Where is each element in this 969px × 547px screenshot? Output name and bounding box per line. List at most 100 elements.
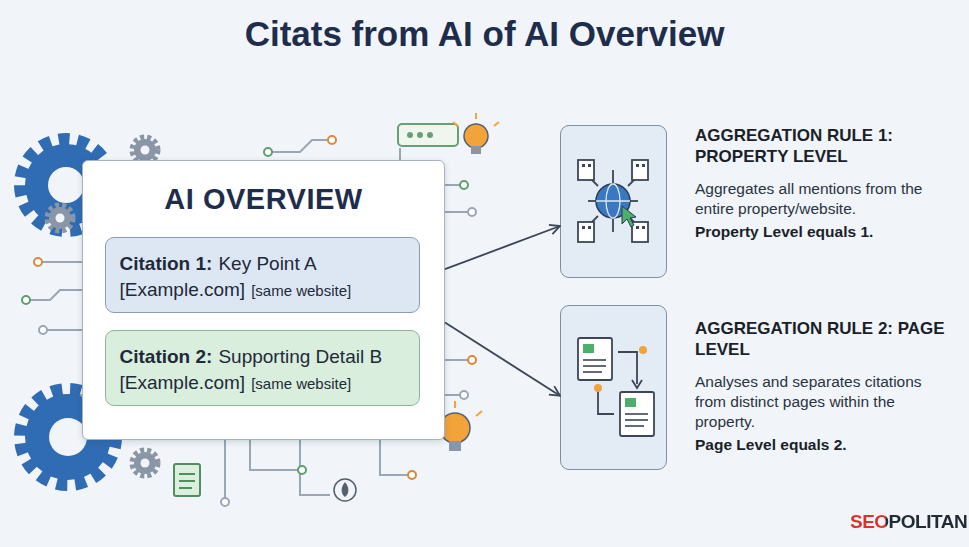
gear-small-part (49, 207, 71, 229)
documents-icon-part (639, 346, 647, 354)
rule-text-column: AGGREGATION RULE 2: PAGE LEVEL Analyses a… (695, 318, 953, 455)
network-icon-part-part (612, 170, 614, 183)
citation-label: Citation 1: (120, 253, 213, 274)
documents-icon-part (620, 392, 654, 436)
lightbulb-icon-part (453, 122, 458, 126)
citation-box: Citation 2:Supporting Detail B[Example.c… (105, 330, 420, 406)
circuit-lines-part (45, 329, 82, 331)
flow-arrow (445, 322, 560, 395)
gear-small-part (134, 452, 156, 474)
rule-heading: AGGREGATION RULE 2: PAGE LEVEL (695, 318, 953, 360)
flame-icon (334, 479, 356, 501)
circuit-dots-part (460, 181, 468, 189)
flame-icon-part (334, 479, 356, 501)
documents-icon-part (632, 380, 642, 388)
circuit-lines-part (60, 394, 82, 396)
documents-icon-part-part (625, 419, 648, 421)
citation-point: Supporting Detail B (218, 346, 382, 367)
rule-result: Page Level equals 2. (695, 435, 953, 455)
lightbulb-icon-part (475, 113, 477, 119)
circuit-dots-part (468, 208, 476, 216)
network-icon (578, 160, 648, 242)
circuit-lines-part (445, 394, 462, 396)
circuit-dots-part (34, 258, 42, 266)
gear-small (132, 450, 158, 476)
network-icon-part-part (630, 200, 638, 202)
rule-heading: AGGREGATION RULE 1: PROPERTY LEVEL (695, 125, 953, 167)
documents-icon-part-part (583, 371, 602, 373)
network-icon-part-part (582, 226, 585, 229)
documents-icon-part (598, 390, 614, 414)
overview-box: AI OVERVIEWCitation 1:Key Point A[Exampl… (82, 160, 445, 440)
citation-line: Citation 1:Key Point A (120, 251, 405, 277)
icon-panel (560, 125, 667, 278)
network-icon-part-part (636, 226, 639, 229)
circuit-dots-part (460, 391, 468, 399)
documents-icon (578, 338, 654, 436)
icon-panel (560, 305, 667, 470)
browser-icon-part (407, 132, 413, 138)
network-icon-part (622, 206, 636, 227)
circuit-lines-part (445, 184, 462, 186)
documents-icon-part-part (583, 365, 606, 367)
lightbulb-icon-part (494, 122, 499, 126)
circuit-lines-part (380, 440, 410, 475)
network-icon-part-part (642, 226, 645, 229)
browser-icon-part (398, 124, 458, 146)
gear-small-part (141, 146, 150, 155)
citation-box: Citation 1:Key Point A[Example.com][same… (105, 237, 420, 313)
circuit-lines-part (224, 440, 226, 500)
citation-line: Citation 2:Supporting Detail B (120, 344, 405, 370)
browser-icon (398, 124, 458, 146)
flow-arrow (445, 226, 560, 269)
citation-label: Citation 2: (120, 346, 213, 367)
lightbulb-icon-part (449, 441, 461, 451)
circuit-lines (28, 140, 470, 500)
network-icon-part (596, 200, 630, 201)
documents-icon-part (625, 414, 648, 426)
network-icon-part-part (588, 226, 591, 229)
documents-icon-part (625, 398, 636, 407)
circuit-dots-part (264, 148, 272, 156)
network-icon-part (578, 222, 594, 242)
network-icon-part (632, 160, 648, 180)
network-icon-part (578, 160, 594, 180)
rule-result: Property Level equals 1. (695, 222, 953, 242)
gear-small (47, 205, 73, 231)
network-icon-part-part (590, 178, 598, 186)
rule-box: AGGREGATION RULE 2: PAGE LEVEL Analyses a… (560, 305, 955, 470)
network-icon-part-part (628, 216, 636, 224)
document-icon-part (179, 487, 192, 489)
documents-icon-part (618, 352, 637, 384)
documents-icon-part-part (625, 425, 644, 427)
network-icon-part-part (642, 164, 645, 167)
circuit-dots-part (298, 466, 306, 474)
browser-icon-part (427, 132, 433, 138)
citation-line: [Example.com] [same website] (120, 370, 405, 397)
network-icon-part-part (612, 219, 614, 232)
document-icon-part (174, 464, 200, 496)
network-icon-part-part (582, 164, 585, 167)
documents-icon-part-part (583, 359, 606, 361)
gear-big-top-part (48, 167, 84, 203)
rule-description: Analyses and separates citations from di… (695, 372, 953, 432)
circuit-dots-part (39, 326, 47, 334)
lightbulb-icon-part (454, 401, 456, 408)
flame-icon-part (342, 482, 349, 497)
documents-icon-part (594, 384, 602, 392)
citation-point: Key Point A (218, 253, 316, 274)
browser-icon-part (417, 132, 423, 138)
gear-small-part (132, 450, 158, 476)
network-icon-part-part (636, 164, 639, 167)
gear-small-part (56, 214, 65, 223)
lightbulb-icon (453, 113, 499, 154)
document-icon (174, 464, 200, 496)
circuit-lines-part (250, 440, 300, 470)
citation-source: [same website] (251, 375, 351, 392)
circuit-lines-part (445, 359, 470, 361)
network-icon-part (588, 170, 638, 232)
citation-source: [Example.com] (120, 372, 246, 393)
circuit-lines-part (270, 140, 330, 152)
documents-icon-part (578, 338, 612, 380)
